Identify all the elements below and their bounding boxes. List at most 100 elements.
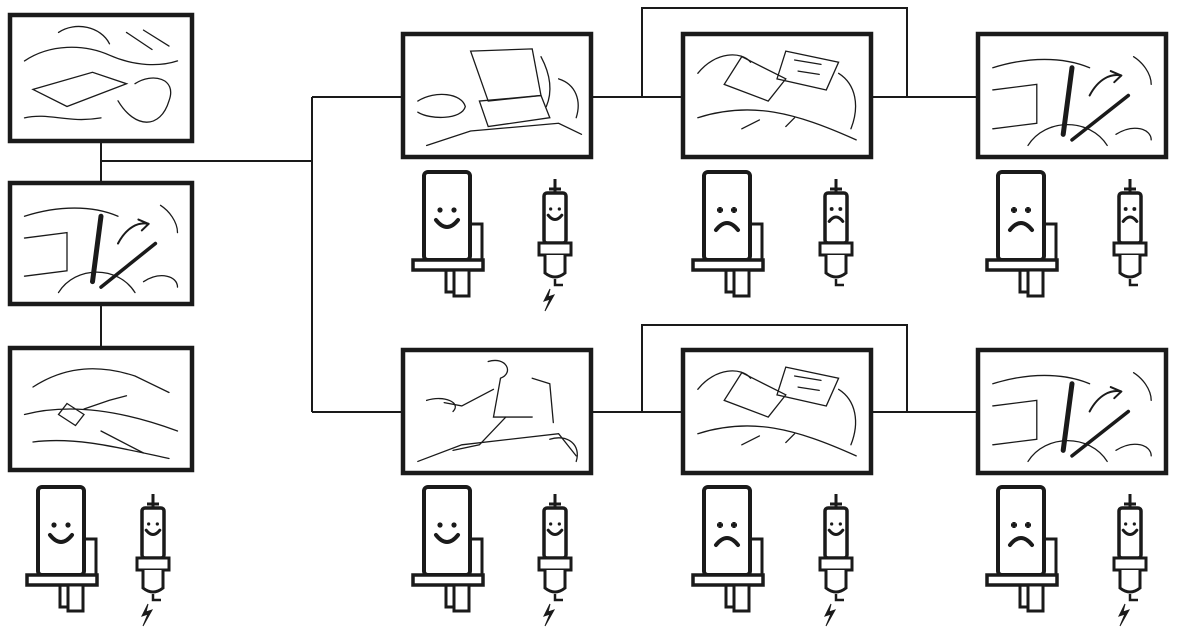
scene-stroke — [741, 433, 796, 446]
starter-base — [411, 258, 485, 272]
scene-panel-frame — [7, 345, 195, 473]
smile-mouth — [434, 218, 460, 229]
scene-stroke — [31, 71, 129, 108]
scene-panel-frame — [975, 347, 1169, 476]
plug-insulator — [542, 191, 568, 245]
scene-stroke — [1060, 381, 1075, 453]
starter-body — [36, 485, 86, 577]
scene-stroke — [992, 58, 1091, 69]
eye-dot — [65, 522, 71, 528]
smile-mouth — [144, 528, 162, 537]
plug-insulator — [1117, 506, 1143, 560]
scene-stroke — [125, 29, 170, 51]
eye-dot — [147, 522, 151, 526]
starter-base — [691, 258, 765, 272]
starter-solenoid-icon — [691, 485, 765, 613]
scene-panel-frame — [975, 31, 1169, 160]
scene-stroke — [1115, 443, 1152, 457]
scene-stroke — [1132, 372, 1152, 402]
starter-terminal — [470, 537, 484, 575]
scene-panel — [975, 31, 1169, 160]
scene-stroke — [57, 402, 85, 427]
smile-mouth — [1121, 528, 1139, 537]
scene-panel-frame — [400, 31, 594, 160]
scene-stroke — [452, 416, 507, 451]
scene-stroke — [117, 77, 172, 123]
scene-stroke — [776, 50, 840, 91]
plug-hex — [818, 241, 854, 257]
spark-plug-icon — [1112, 179, 1148, 287]
scene-stroke — [32, 368, 170, 394]
eye-cross — [1123, 207, 1128, 211]
spark-plug-icon — [537, 494, 573, 627]
status-pair — [411, 170, 573, 312]
eye-dot — [51, 522, 57, 528]
scene-stroke — [557, 78, 579, 119]
spark-bolt-icon — [543, 288, 556, 312]
starter-stud — [1018, 270, 1028, 294]
eye-dot — [557, 522, 561, 526]
starter-post — [1026, 268, 1045, 298]
starter-solenoid-icon — [411, 485, 485, 613]
scene-stroke — [23, 231, 68, 277]
plug-terminal — [1124, 494, 1136, 508]
frown-mouth — [714, 536, 740, 547]
engine-deck-closeup-icon — [23, 25, 179, 123]
starter-base — [411, 573, 485, 587]
scene-stroke — [992, 374, 1091, 385]
eye-dot — [437, 207, 443, 213]
starter-body — [702, 170, 752, 262]
eye-dot — [838, 522, 842, 526]
scene-stroke — [793, 59, 822, 76]
starter-stud — [724, 270, 734, 294]
starter-terminal — [750, 222, 764, 260]
starter-post — [1026, 583, 1045, 613]
starter-body — [422, 170, 472, 262]
plug-insulator — [140, 506, 166, 560]
starter-post — [732, 268, 751, 298]
lever-push-down-icon — [992, 56, 1152, 147]
frown-mouth — [714, 221, 740, 232]
scene-stroke — [492, 377, 533, 418]
scene-stroke — [793, 375, 822, 392]
plug-hex — [1112, 241, 1148, 257]
scene-stroke — [837, 388, 857, 446]
status-pair — [691, 170, 854, 298]
eye-cross — [1011, 207, 1017, 213]
plug-insulator — [823, 506, 849, 560]
pto-engaged-icon — [697, 50, 857, 141]
plug-thread — [141, 570, 165, 594]
scene-panel-frame — [400, 347, 594, 476]
status-symbols — [25, 170, 1148, 627]
scene-panel — [680, 31, 874, 160]
scene-stroke — [776, 366, 840, 407]
scene-stroke — [100, 430, 145, 454]
spark-plug-icon — [1112, 494, 1148, 627]
plug-terminal — [1124, 179, 1136, 193]
starter-solenoid-icon — [985, 170, 1059, 298]
eye-cross — [1025, 522, 1031, 528]
plug-thread — [824, 570, 848, 594]
plug-hex — [537, 556, 573, 572]
status-pair — [985, 485, 1148, 627]
scene-panel — [7, 345, 195, 473]
scene-panel — [400, 347, 594, 476]
starter-base — [25, 573, 99, 587]
scene-stroke — [1070, 409, 1131, 458]
starter-stud — [58, 585, 68, 609]
scene-stroke — [723, 371, 787, 418]
scene-stroke — [723, 55, 787, 102]
operator-seated-icon — [417, 359, 578, 463]
eye-cross — [1132, 207, 1137, 211]
spark-plug-icon — [818, 179, 854, 287]
scene-panel — [7, 12, 195, 144]
scene-stroke — [417, 93, 466, 118]
eye-dot — [1124, 522, 1128, 526]
plug-thread — [543, 570, 567, 594]
scene-stroke — [23, 46, 179, 66]
seat-switch-closeup-icon — [23, 368, 179, 460]
plug-electrode — [553, 279, 563, 287]
spark-plug-icon — [818, 494, 854, 627]
scene-stroke — [1132, 56, 1152, 86]
plug-electrode — [1128, 279, 1138, 287]
